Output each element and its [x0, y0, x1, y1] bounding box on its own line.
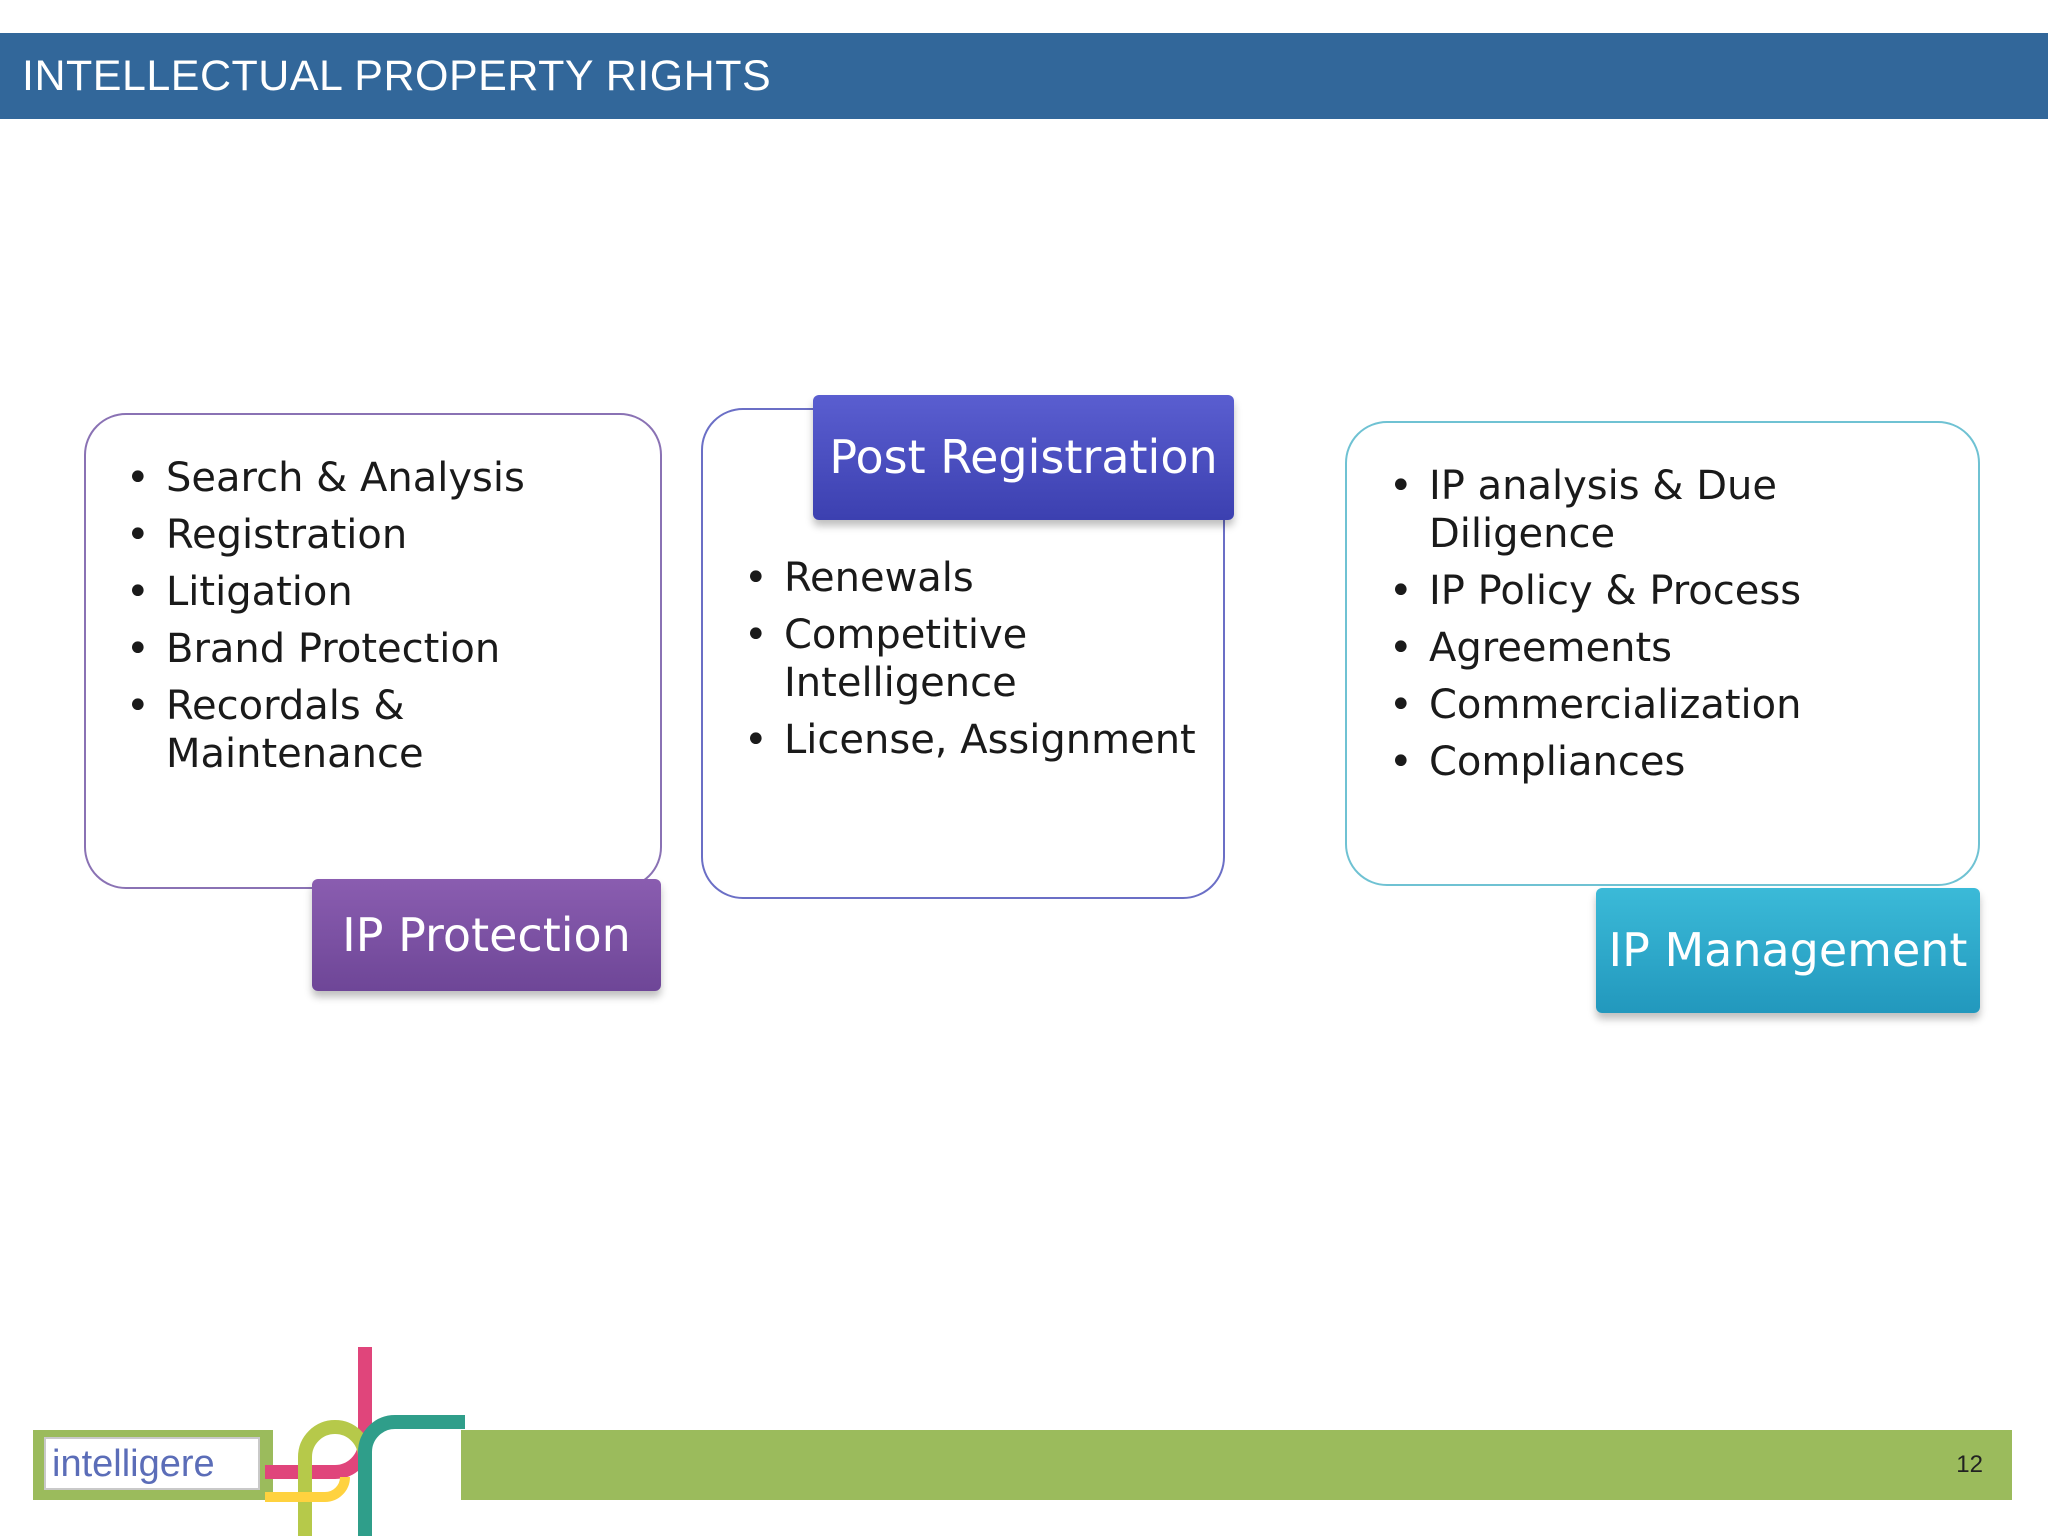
ip-protection-list: Search & Analysis Registration Litigatio…	[126, 454, 646, 787]
footer-bar: 12	[461, 1430, 2012, 1500]
logo: intelligere	[44, 1437, 260, 1490]
list-item: Recordals & Maintenance	[126, 682, 466, 778]
list-item: IP Policy & Process	[1389, 567, 1969, 615]
list-item: IP analysis & Due Diligence	[1389, 462, 1969, 558]
list-item: Competitive Intelligence	[744, 611, 1064, 707]
list-item: Brand Protection	[126, 625, 646, 673]
list-item: Litigation	[126, 568, 646, 616]
list-item: Compliances	[1389, 738, 1969, 786]
ip-management-label: IP Management	[1596, 888, 1980, 1013]
post-registration-list: Renewals Competitive Intelligence Licens…	[744, 554, 1214, 773]
logo-text: intelligere	[52, 1443, 215, 1485]
list-item: Search & Analysis	[126, 454, 646, 502]
post-registration-label: Post Registration	[813, 395, 1234, 520]
list-item: License, Assignment	[744, 716, 1214, 764]
page-number: 12	[1956, 1451, 1983, 1478]
list-item: Agreements	[1389, 624, 1969, 672]
list-item: Commercialization	[1389, 681, 1969, 729]
logo-knot-icon	[265, 1347, 465, 1536]
title-bar: INTELLECTUAL PROPERTY RIGHTS	[0, 33, 2048, 119]
slide-title: INTELLECTUAL PROPERTY RIGHTS	[22, 52, 772, 100]
ip-protection-label: IP Protection	[312, 879, 661, 991]
ip-management-list: IP analysis & Due Diligence IP Policy & …	[1389, 462, 1969, 795]
list-item: Renewals	[744, 554, 1214, 602]
list-item: Registration	[126, 511, 646, 559]
